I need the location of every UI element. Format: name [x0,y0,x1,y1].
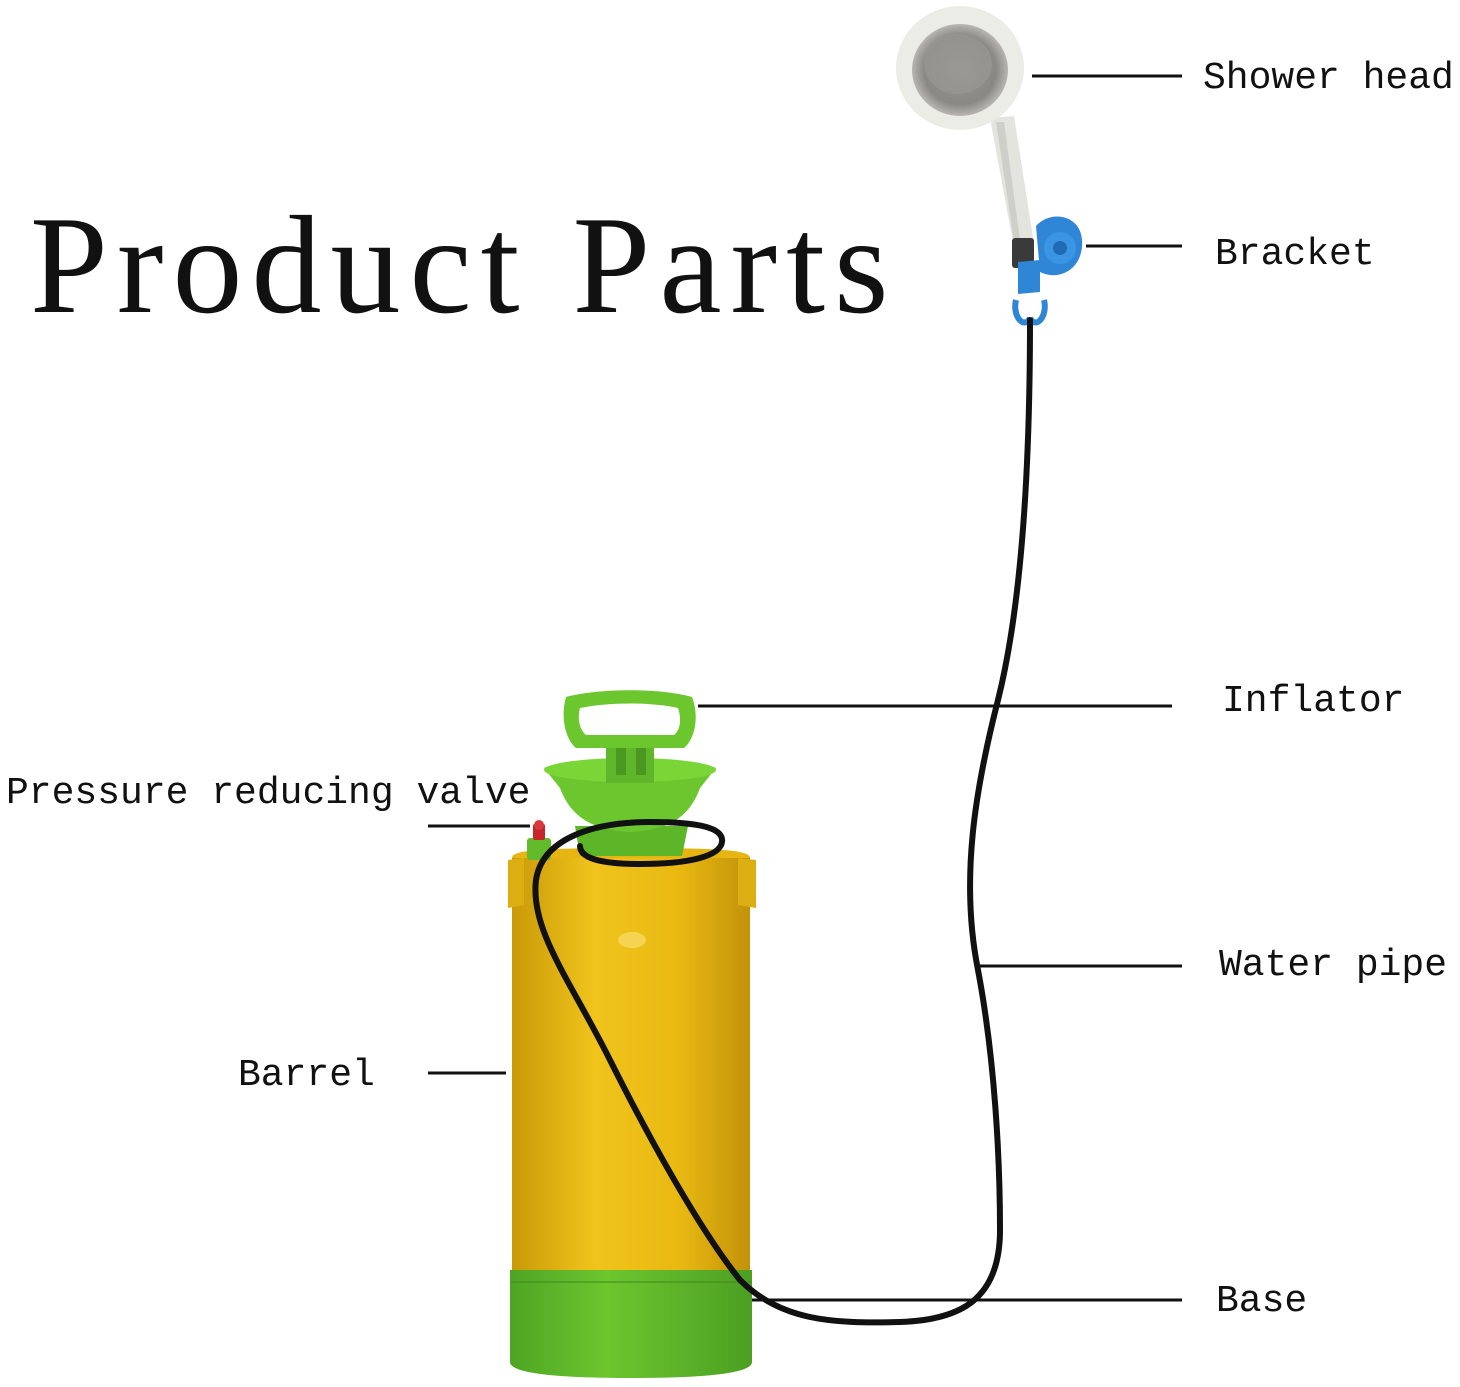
label-pressure-reducing-valve: Pressure reducing valve [6,772,531,815]
base [510,1270,752,1378]
barrel [508,848,756,1290]
inflator [544,690,716,856]
water-pipe [532,317,1033,1326]
bracket [1012,216,1083,326]
page-title: Product Parts [30,188,898,343]
label-shower-head: Shower head [1203,57,1454,100]
shower-head [896,6,1034,268]
label-inflator: Inflator [1222,680,1405,723]
label-bracket: Bracket [1215,233,1375,276]
label-barrel: Barrel [238,1054,375,1097]
label-base: Base [1216,1280,1308,1323]
label-water-pipe: Water pipe [1219,944,1448,987]
